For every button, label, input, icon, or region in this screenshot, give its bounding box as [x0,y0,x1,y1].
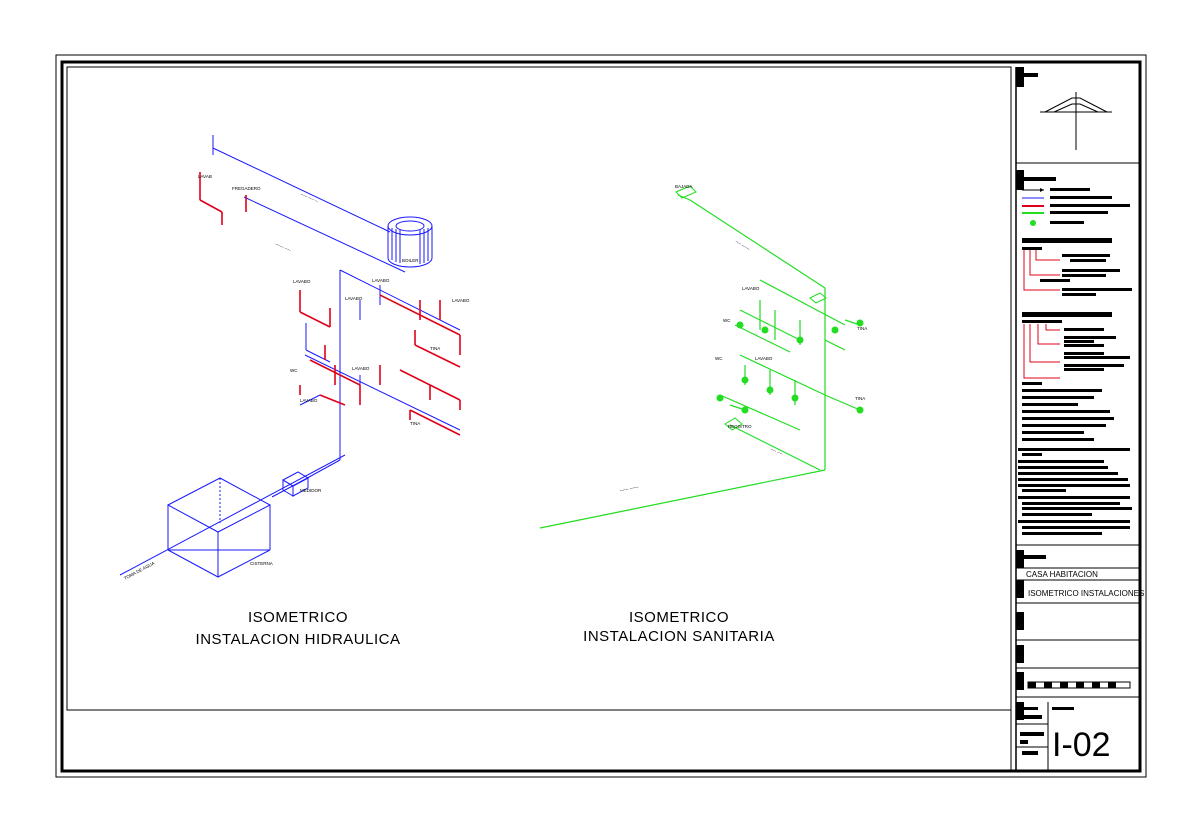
hydraulic-isometric: LAVAB FREGADERO ----- ---- -- ------ ---… [119,135,470,581]
svg-text:CISTERNA: CISTERNA [250,561,273,566]
svg-text:REGISTRO: REGISTRO [728,424,752,429]
svg-text:WC: WC [290,368,298,373]
svg-text:LAVABO: LAVABO [345,296,363,301]
svg-text:LAVABO: LAVABO [372,278,390,283]
water-heater-icon [387,216,433,268]
north-arrow-icon [1040,92,1112,150]
hydraulic-title-line2: INSTALACION HIDRAULICA [196,631,401,648]
svg-text:BAJADA: BAJADA [675,184,693,189]
svg-text:LAVABO: LAVABO [300,398,318,403]
water-meter-icon [281,471,310,497]
sanitary-title-line2: INSTALACION SANITARIA [583,628,775,645]
svg-text:LAVABO: LAVABO [755,356,773,361]
svg-text:---- ------: ---- ------ [734,239,751,252]
svg-text:------ ------: ------ ------ [619,484,639,493]
svg-text:LAVABO: LAVABO [452,298,470,303]
svg-text:LAVABO: LAVABO [293,279,311,284]
hydraulic-title-line1: ISOMETRICO [248,609,348,626]
svg-text:WC: WC [715,356,723,361]
project-name: CASA HABITACION [1026,570,1098,579]
svg-text:TINA: TINA [410,421,420,426]
svg-text:WC: WC [723,318,731,323]
outer-frame-line [55,54,1147,778]
svg-text:FREGADERO: FREGADERO [232,186,261,191]
svg-text:MEDIDOR: MEDIDOR [300,488,322,493]
sanitary-title-line1: ISOMETRICO [629,609,729,626]
sheet-number: I-02 [1052,726,1111,764]
svg-text:LAVABO: LAVABO [742,286,760,291]
svg-text:LAVABO: LAVABO [352,366,370,371]
svg-text:BOILER: BOILER [402,258,419,263]
svg-text:TINA: TINA [430,346,440,351]
sanitary-isometric: BAJADA ---- ------ LAVABO WC TINA WC LAV… [539,184,867,529]
svg-text:TINA: TINA [857,326,867,331]
svg-text:---- ----: ---- ---- [770,446,785,456]
drawing-area-frame [66,66,1012,711]
drawing-name: ISOMETRICO INSTALACIONES [1028,589,1144,598]
svg-text:----- ---- --: ----- ---- -- [300,191,320,203]
svg-text:------ ----: ------ ---- [275,241,292,252]
svg-text:LAVAB: LAVAB [198,174,212,179]
title-block: CASA HABITACION ISOMETRICO INSTALACIONES [1016,67,1144,771]
inner-frame [60,60,1142,773]
cistern-icon [166,477,272,578]
svg-text:TINA: TINA [855,396,865,401]
